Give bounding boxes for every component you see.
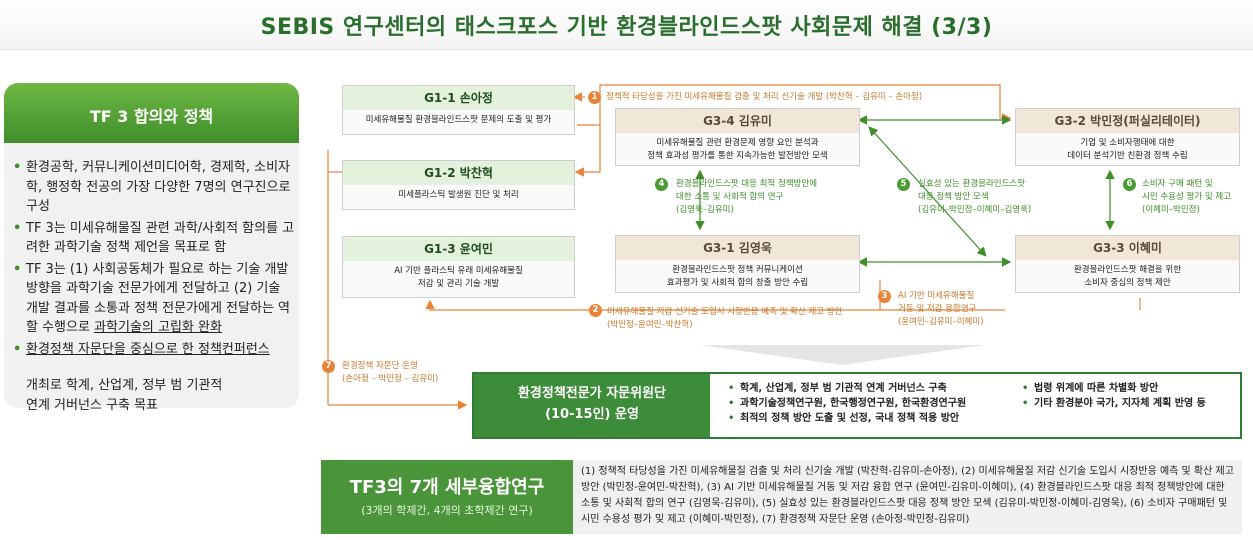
- title-bar: SEBIS 연구센터의 태스크포스 기반 환경블라인드스팟 사회문제 해결 (3…: [0, 0, 1253, 50]
- g3-4-title: G3-4 김유미: [616, 109, 859, 133]
- advisory-list-right: 법령 위계에 따른 차별화 방안 기타 환경분야 국가, 지자체 계획 반영 등: [1022, 381, 1240, 411]
- g1-2-title: G1-2 박찬혁: [343, 161, 574, 185]
- tf3-summary-subtitle: (3개의 학제간, 4개의 초학제간 연구): [361, 504, 533, 517]
- g3-3-box: G3-3 이혜미 환경블라인드스팟 해결을 위한 소비자 중심의 정책 제안: [1015, 235, 1240, 293]
- research-2-label: 미세유해물질 저감 신기술 도입시 시장반응 예측 및 확산 제고 방안 (박민…: [607, 307, 843, 330]
- research-7-marker: 7: [322, 360, 335, 373]
- advisory-list-left: 학계, 산업계, 정부 범 기관적 연계 거버넌스 구축 과학기술정책연구원, …: [728, 381, 1024, 426]
- bullet-text: 환경공학, 커뮤니케이션미디어학, 경제학, 소비자학, 행정학 전공의 가장 …: [26, 160, 291, 214]
- advisory-committee-header: 환경정책전문가 자문위원단 (10-15인) 운영: [474, 374, 710, 437]
- advisory-committee-title: 환경정책전문가 자문위원단 (10-15인) 운영: [517, 386, 667, 422]
- g1-2-description: 미세플라스틱 발생원 진단 및 처리: [398, 190, 519, 200]
- g1-1-title: G1-1 손아정: [343, 86, 574, 110]
- g1-3-description: AI 기반 플라스틱 유래 미세유해물질 저감 및 관리 기술 개발: [394, 266, 523, 289]
- g3-3-title: G3-3 이혜미: [1016, 236, 1239, 260]
- bullet-text: 연계 거버넌스 구축 목표: [26, 397, 158, 413]
- tf3-panel-header: TF 3 합의와 정책: [4, 83, 299, 143]
- g1-1-box: G1-1 손아정 미세유해물질 환경블라인드스팟 문제의 도출 및 평가: [342, 85, 575, 135]
- list-item: 학계, 산업계, 정부 범 기관적 연계 거버넌스 구축: [728, 381, 1024, 396]
- research-5-marker: 5: [897, 178, 910, 191]
- g3-2-description: 기업 및 소비자행태에 대한 데이터 분석기반 친환경 정책 수립: [1067, 138, 1188, 161]
- research-4-marker: 4: [655, 178, 668, 191]
- g3-3-description: 환경블라인드스팟 해결을 위한 소비자 중심의 정책 제안: [1073, 265, 1182, 288]
- research-1-label: 정책적 타당성을 가진 미세유해물질 검출 및 처리 신기술 개발 (박찬혁 –…: [606, 92, 923, 102]
- research-6-marker: 6: [1123, 178, 1136, 191]
- g1-2-box: G1-2 박찬혁 미세플라스틱 발생원 진단 및 처리: [342, 160, 575, 210]
- page-title: SEBIS 연구센터의 태스크포스 기반 환경블라인드스팟 사회문제 해결 (3…: [260, 15, 993, 40]
- g1-3-title: G1-3 윤여민: [343, 237, 574, 261]
- g3-1-box: G3-1 김영욱 환경블라인드스팟 정책 커뮤니케이션 효과평가 및 사회적 합…: [615, 235, 860, 293]
- research-4-label: 환경블라인드스팟 대응 최적 정책방안에 대한 소통 및 사회적 합의 연구 (…: [676, 179, 818, 215]
- g3-2-box: G3-2 박민정(퍼실리테이터) 기업 및 소비자행태에 대한 데이터 분석기반…: [1015, 108, 1240, 166]
- bullet-text: TF 3는 미세유해물질 관련 과학/사회적 함의를 고려한 과학기술 정책 제…: [26, 220, 295, 256]
- bullet-text: TF 3는 (1) 사회공동체가 필요로 하는 기술 개발 방향을 과학기술 전…: [26, 261, 290, 336]
- bullet-text: 개최로 학계, 산업계, 정부 범 기관적: [26, 378, 223, 393]
- g3-1-title: G3-1 김영욱: [616, 236, 859, 260]
- research-7-label: 환경정책 자문단 운영 (손아정 – 박민정 – 김유미): [342, 361, 439, 384]
- g3-1-description: 환경블라인드스팟 정책 커뮤니케이션 효과평가 및 사회적 합의 창출 방안 수…: [666, 265, 809, 288]
- advisory-committee-box: 환경정책전문가 자문위원단 (10-15인) 운영 학계, 산업계, 정부 범 …: [472, 372, 1242, 439]
- list-item: 최적의 정책 방안 도출 및 선정, 국내 정책 적용 방안: [728, 411, 1024, 426]
- tf3-summary-title: TF3의 7개 세부융합연구: [349, 477, 545, 498]
- g3-2-title: G3-2 박민정(퍼실리테이터): [1016, 109, 1239, 133]
- research-3-label: AI 기반 미세유해물질 거동 및 저감 융합연구 (윤여민–김유미–이혜미): [898, 291, 984, 327]
- list-item: TF 3는 미세유해물질 관련 과학/사회적 함의를 고려한 과학기술 정책 제…: [10, 219, 296, 258]
- list-item: 과학기술정책연구원, 한국행정연구원, 한국환경연구원: [728, 396, 1024, 411]
- research-2-marker: 2: [589, 304, 602, 317]
- g3-4-box: G3-4 김유미 미세유해물질 관련 환경문제 영향 요인 분석과 정책 효과성…: [615, 108, 860, 166]
- tf3-bullet-continuation: 개최로 학계, 산업계, 정부 범 기관적 연계 거버넌스 구축 목표: [26, 376, 222, 415]
- list-item: 환경공학, 커뮤니케이션미디어학, 경제학, 소비자학, 행정학 전공의 가장 …: [10, 158, 296, 217]
- research-1-marker: 1: [588, 91, 601, 104]
- list-item: TF 3는 (1) 사회공동체가 필요로 하는 기술 개발 방향을 과학기술 전…: [10, 260, 296, 338]
- tf3-summary-text: (1) 정책적 타당성을 가진 미세유해물질 검출 및 처리 신기술 개발 (박…: [573, 460, 1242, 534]
- research-5-label: 실효성 있는 환경블라인드스팟 대응 정책 방안 모색 (김유미–박민정–이혜미…: [918, 179, 1032, 215]
- tf3-bullet-list: 환경공학, 커뮤니케이션미디어학, 경제학, 소비자학, 행정학 전공의 가장 …: [10, 158, 296, 361]
- research-3-marker: 3: [878, 290, 891, 303]
- bullet-text-underlined: 환경정책 자문단을 중심으로 한 정책컨퍼런스: [26, 341, 270, 357]
- tf3-summary-header: TF3의 7개 세부융합연구 (3개의 학제간, 4개의 초학제간 연구): [321, 460, 573, 534]
- tf3-panel-title: TF 3 합의와 정책: [89, 107, 214, 126]
- g1-3-box: G1-3 윤여민 AI 기반 플라스틱 유래 미세유해물질 저감 및 관리 기술…: [342, 236, 575, 298]
- list-item: 환경정책 자문단을 중심으로 한 정책컨퍼런스: [10, 340, 296, 360]
- list-item: 법령 위계에 따른 차별화 방안: [1022, 381, 1240, 396]
- research-6-label: 소비자 구매 패턴 및 시민 수용성 평가 및 제고 (이혜미–박민정): [1142, 179, 1232, 215]
- list-item: 기타 환경분야 국가, 지자체 계획 반영 등: [1022, 396, 1240, 411]
- bullet-text-underlined: 과학기술의 고립화 완화: [94, 320, 222, 335]
- g1-1-description: 미세유해물질 환경블라인드스팟 문제의 도출 및 평가: [365, 115, 552, 125]
- g3-4-description: 미세유해물질 관련 환경문제 영향 요인 분석과 정책 효과성 평가를 통한 지…: [647, 138, 828, 161]
